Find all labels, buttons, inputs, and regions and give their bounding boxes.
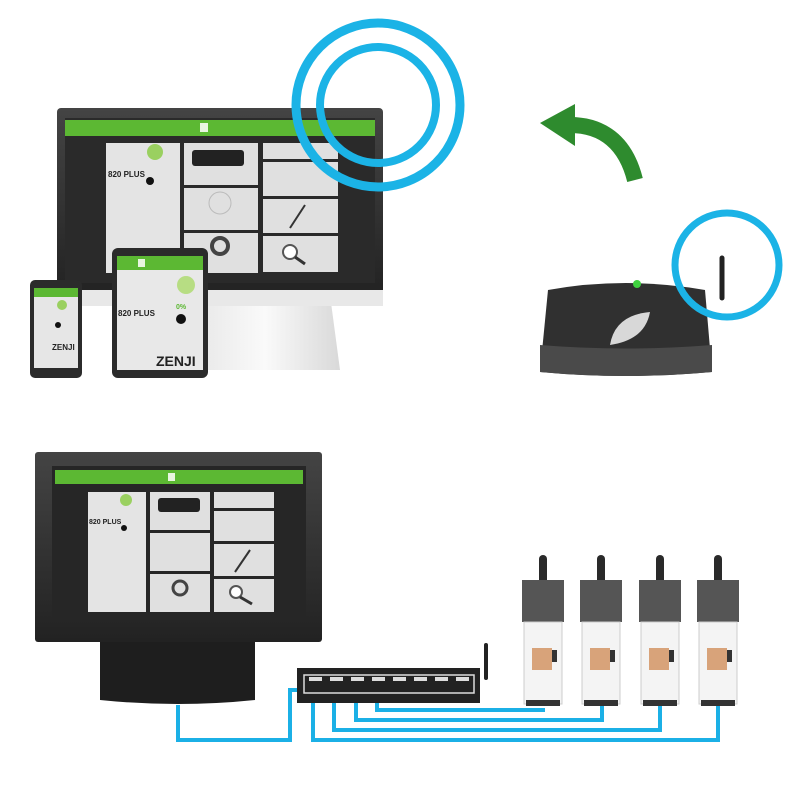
phone-brand-label: ZENJI [52,343,75,352]
wireless-gateway [540,209,783,376]
panel-model-label: 820 PLUS [89,519,122,526]
sensor-module [580,555,622,706]
network-switch [297,643,488,703]
model-label: 820 PLUS [108,170,146,179]
monitor-stand [190,295,340,370]
leaf-logo-icon [610,312,650,345]
tablet: 820 PLUS 0% ZENJI [112,248,208,378]
phone: ZENJI [30,280,82,378]
sensor-modules [522,555,739,706]
tablet-model-label: 820 PLUS [118,309,156,318]
panel-mount [100,640,255,704]
sensor-module [639,555,681,706]
desktop-monitor: 820 PLUS [57,108,383,370]
status-led [633,280,641,288]
wifi-signal-icon [291,18,465,192]
sensor-module [522,555,564,706]
router-wifi-ring [671,209,783,321]
percent-label: 0% [176,304,187,311]
tablet-brand-label: ZENJI [156,353,196,369]
sensor-module [697,555,739,706]
touchscreen-panel: 820 PLUS [35,452,322,704]
arrow-icon [540,104,643,183]
